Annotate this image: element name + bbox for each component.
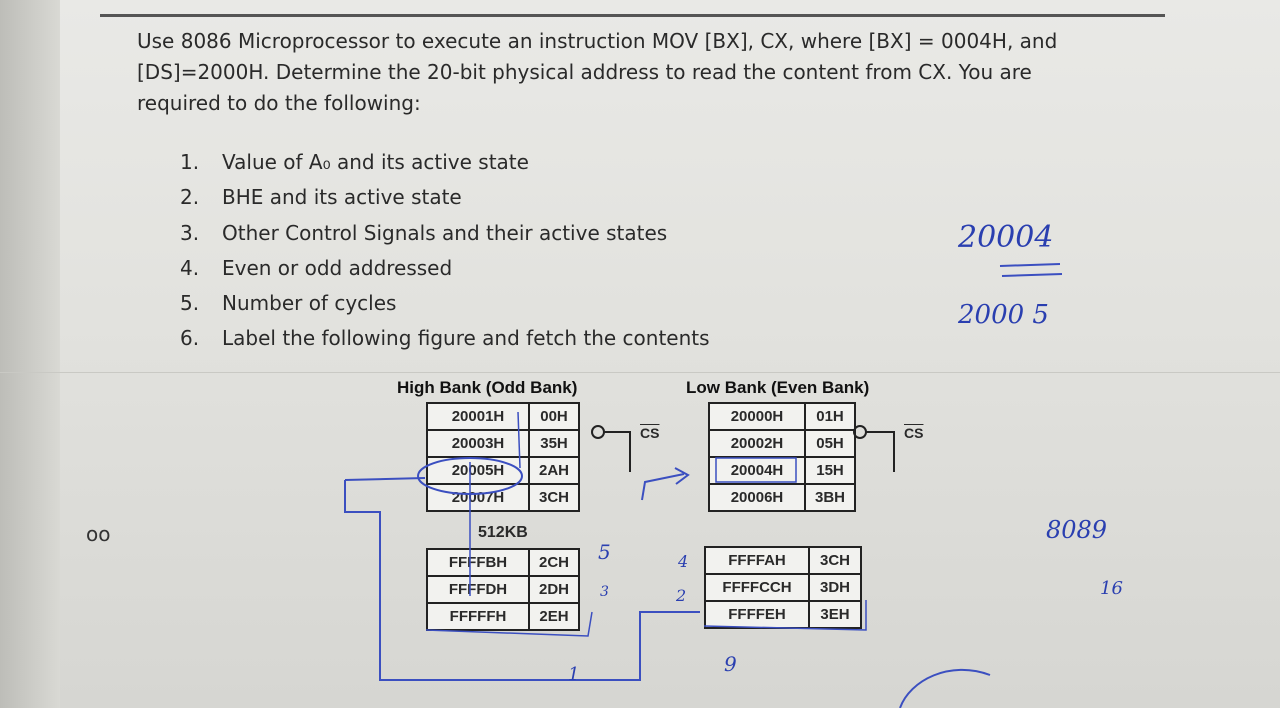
handwritten-address-1: 20004	[958, 220, 1054, 255]
task-item: 4.Even or odd addressed	[180, 256, 453, 280]
cs-bubble-icon	[853, 425, 867, 439]
task-item: 5.Number of cycles	[180, 291, 397, 315]
handwritten-mark: 1	[568, 664, 580, 685]
margin-mark: oo	[86, 522, 111, 546]
handwritten-note-2: 16	[1100, 578, 1123, 599]
handwritten-mark: 9	[724, 652, 737, 676]
memory-size-label: 512KB	[478, 524, 528, 541]
handwritten-note-1: 8089	[1046, 516, 1108, 544]
task-item: 3.Other Control Signals and their active…	[180, 221, 668, 245]
top-rule	[100, 14, 1165, 17]
task-item: 6.Label the following figure and fetch t…	[180, 326, 710, 350]
paper-fold	[0, 372, 1280, 373]
question-line-1: Use 8086 Microprocessor to execute an in…	[137, 29, 1058, 53]
handwritten-mark: 2	[676, 586, 687, 605]
handwritten-address-2: 2000 5	[958, 300, 1049, 330]
cs-bubble-icon	[591, 425, 605, 439]
high-bank-title: High Bank (Odd Bank)	[397, 378, 578, 397]
handwritten-mark: 3	[600, 584, 609, 600]
question-line-3: required to do the following:	[137, 91, 421, 115]
handwritten-mark: 5	[598, 540, 611, 564]
task-item: 1.Value of A₀ and its active state	[180, 150, 529, 174]
question-text: Use 8086 Microprocessor to execute an in…	[137, 26, 1137, 119]
high-bank-cs-label: CS	[640, 425, 660, 441]
low-bank-cs-label: CS	[904, 425, 924, 441]
task-item: 2.BHE and its active state	[180, 185, 462, 209]
question-line-2: [DS]=2000H. Determine the 20-bit physica…	[137, 60, 1032, 84]
low-bank-title: Low Bank (Even Bank)	[686, 378, 870, 397]
handwritten-mark: 4	[678, 552, 689, 571]
paper-left-edge	[0, 0, 60, 708]
